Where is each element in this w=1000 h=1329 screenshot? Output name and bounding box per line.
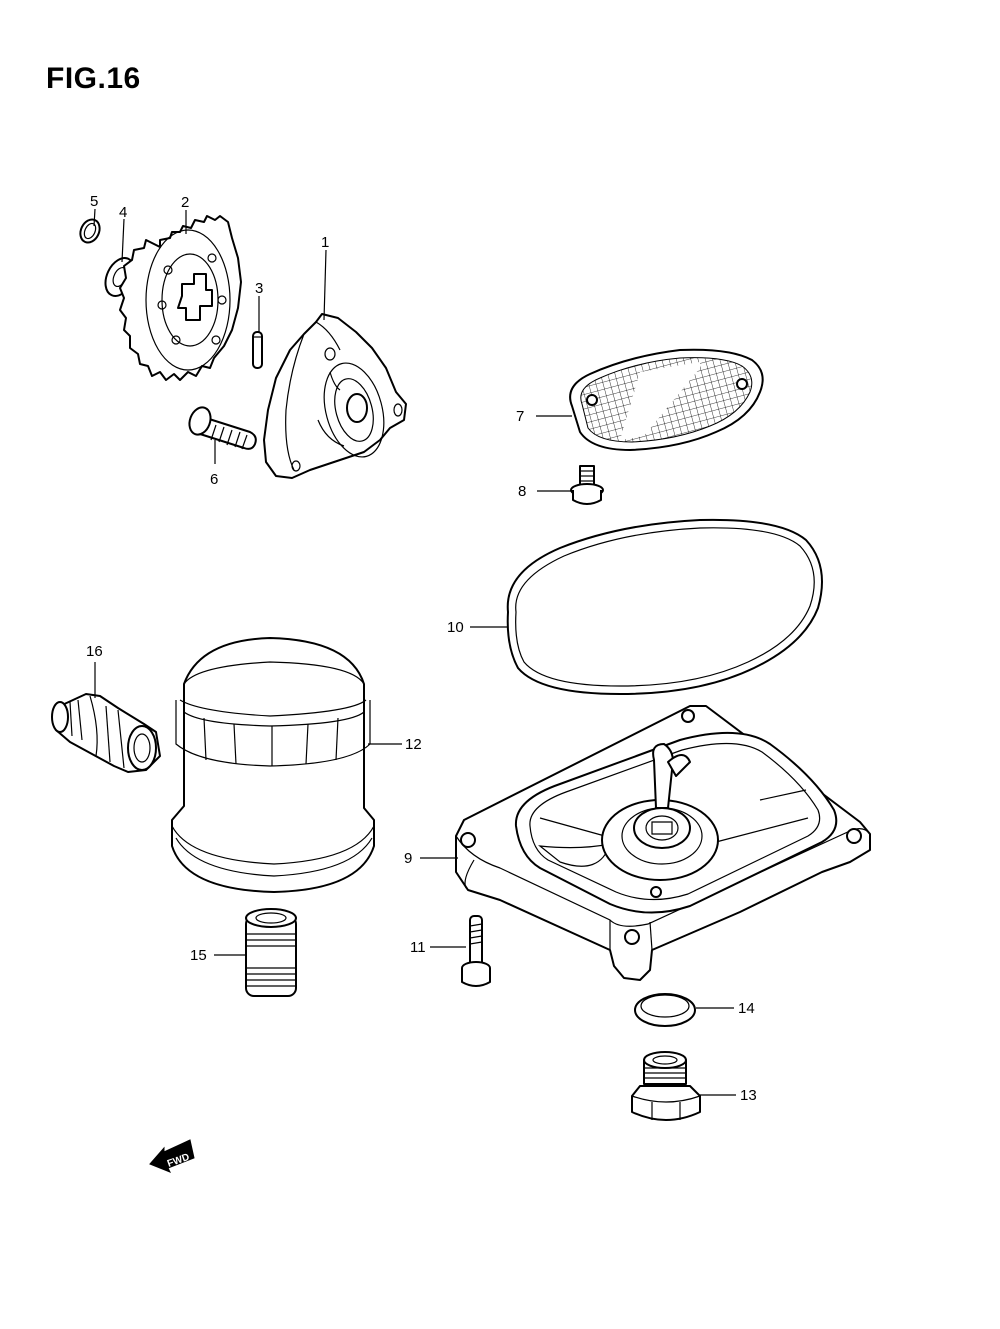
pressure-switch-drawing — [51, 693, 161, 773]
oil-filter-drawing — [171, 637, 375, 893]
oil-strainer-drawing — [569, 348, 764, 451]
bolt-drawing — [188, 406, 257, 450]
callout-14: 14 — [738, 1000, 755, 1017]
leader-lines — [93, 208, 736, 1096]
pump-gear-drawing — [119, 215, 242, 381]
callout-16: 16 — [86, 643, 103, 660]
callout-4: 4 — [119, 204, 127, 221]
filter-union-drawing — [245, 908, 297, 997]
oil-pump-body-drawing — [263, 313, 407, 479]
callout-2: 2 — [181, 194, 189, 211]
oil-pan-drawing — [455, 705, 871, 981]
callout-9: 9 — [404, 850, 412, 867]
pin-drawing — [252, 331, 263, 369]
forward-arrow-icon: FWD — [149, 1139, 195, 1173]
figure-title: FIG.16 — [46, 62, 141, 95]
strainer-bolt-drawing — [570, 465, 604, 505]
callout-numbers: 5 4 2 3 1 6 7 8 10 16 12 9 11 15 14 13 — [86, 193, 757, 1104]
callout-10: 10 — [447, 619, 464, 636]
callout-15: 15 — [190, 947, 207, 964]
callout-12: 12 — [405, 736, 422, 753]
oil-pan-gasket-drawing — [506, 518, 823, 695]
callout-11: 11 — [410, 939, 426, 956]
callout-6: 6 — [210, 471, 218, 488]
callout-8: 8 — [518, 483, 526, 500]
callout-1: 1 — [321, 234, 329, 251]
circlip-drawing — [79, 218, 101, 244]
oil-pan-bolt-drawing — [461, 915, 491, 987]
callout-3: 3 — [255, 280, 263, 297]
callout-5: 5 — [90, 193, 98, 210]
drain-plug-gasket-drawing — [634, 993, 696, 1027]
callout-13: 13 — [740, 1087, 757, 1104]
callout-7: 7 — [516, 408, 524, 425]
drain-plug-drawing — [631, 1051, 701, 1121]
